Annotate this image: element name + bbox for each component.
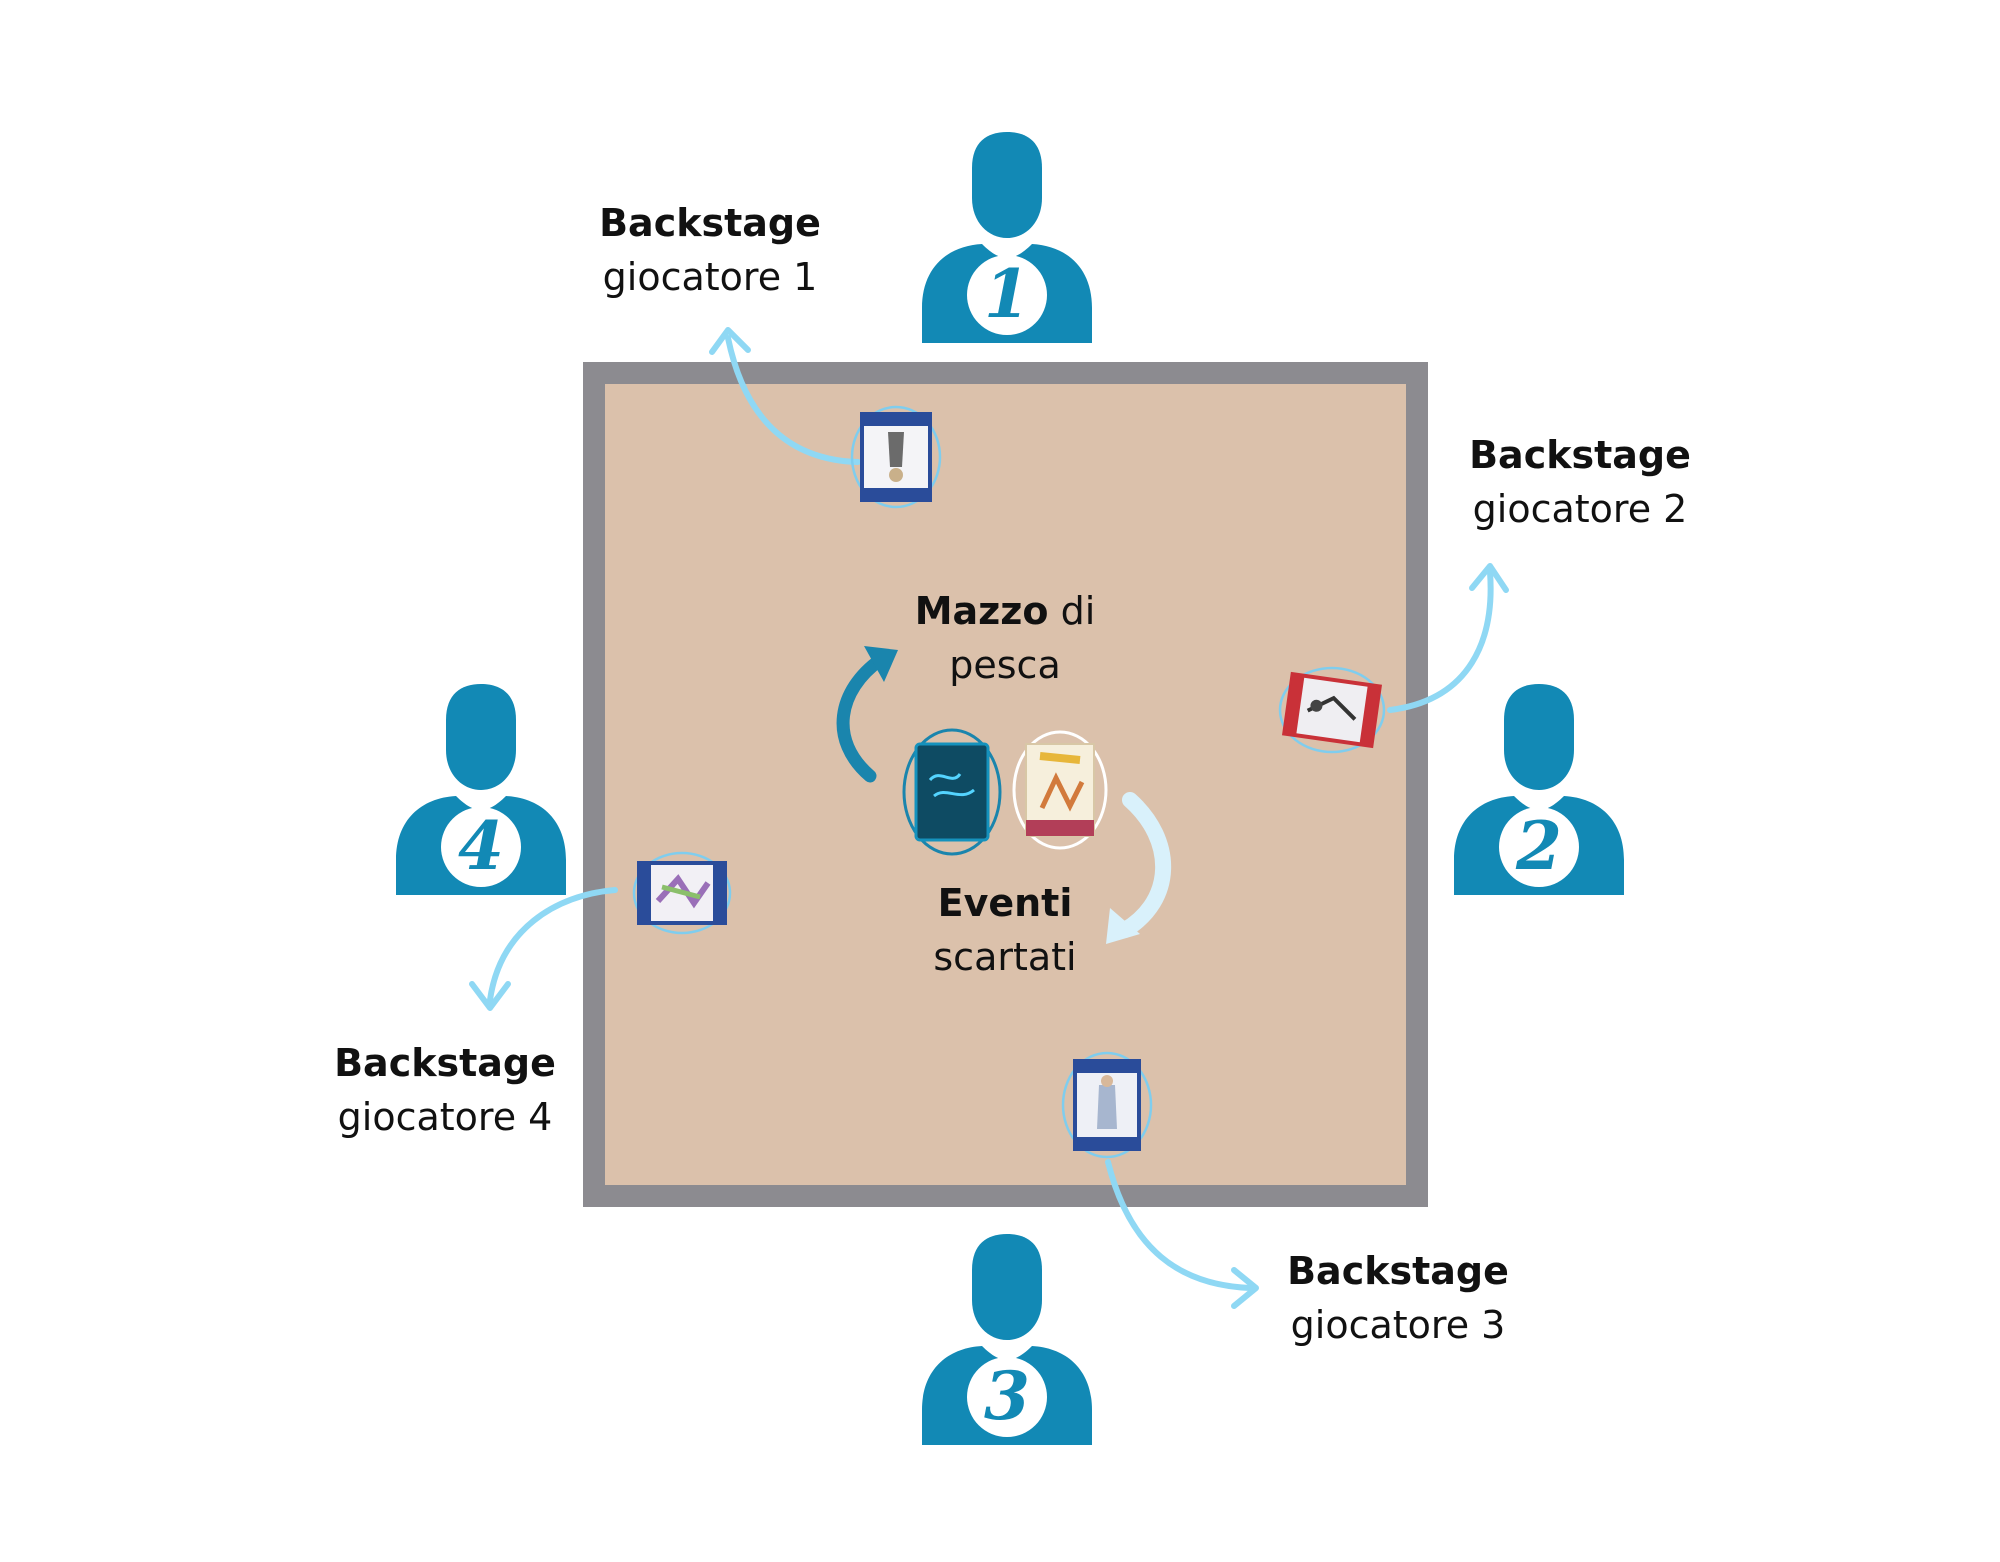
player-1: 1 xyxy=(922,128,1092,343)
backstage-label-1: Backstage giocatore 1 xyxy=(580,196,840,304)
user-icon xyxy=(922,132,1092,343)
player-4: 4 xyxy=(396,680,566,895)
deck-label-rest: di xyxy=(1048,589,1096,633)
deck-label-bold: Mazzo xyxy=(914,589,1049,633)
player-2: 2 xyxy=(1454,680,1624,895)
player-number: 1 xyxy=(984,255,1030,333)
backstage-title: Backstage xyxy=(334,1041,556,1085)
user-icon xyxy=(922,1234,1092,1445)
backstage-player: giocatore 1 xyxy=(602,255,818,299)
deck-label-line2: pesca xyxy=(949,643,1061,687)
player-number: 2 xyxy=(1516,807,1562,885)
backstage-label-4: Backstage giocatore 4 xyxy=(315,1036,575,1144)
deck-label: Mazzo di pesca xyxy=(870,584,1140,692)
player-3: 3 xyxy=(922,1230,1092,1445)
backstage-label-3: Backstage giocatore 3 xyxy=(1268,1244,1528,1352)
backstage-title: Backstage xyxy=(599,201,821,245)
discard-label-bold: Eventi xyxy=(937,881,1073,925)
player-number: 3 xyxy=(984,1357,1030,1435)
backstage-player: giocatore 4 xyxy=(337,1095,553,1139)
backstage-player: giocatore 2 xyxy=(1472,487,1688,531)
backstage-title: Backstage xyxy=(1469,433,1691,477)
game-table xyxy=(583,362,1428,1207)
user-icon xyxy=(396,684,566,895)
player-number: 4 xyxy=(458,807,504,885)
discard-label-line2: scartati xyxy=(933,935,1077,979)
backstage-title: Backstage xyxy=(1287,1249,1509,1293)
discard-label: Eventi scartati xyxy=(870,876,1140,984)
backstage-player: giocatore 3 xyxy=(1290,1303,1506,1347)
user-icon xyxy=(1454,684,1624,895)
backstage-label-2: Backstage giocatore 2 xyxy=(1450,428,1710,536)
